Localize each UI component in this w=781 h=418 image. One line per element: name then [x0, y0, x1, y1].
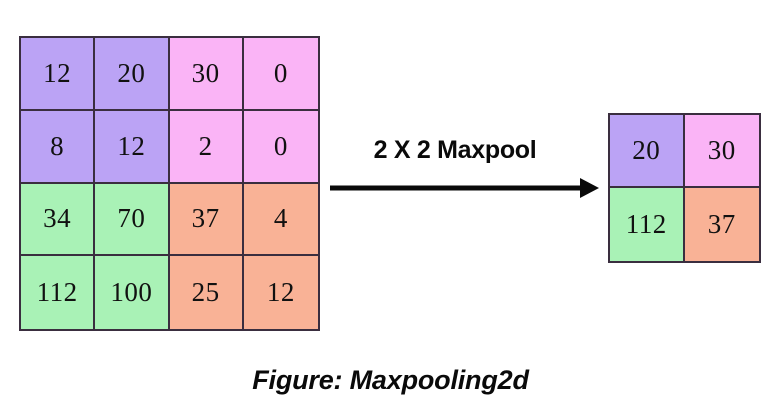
input-matrix-cell: 20	[95, 38, 170, 111]
right-arrow-icon	[328, 175, 600, 201]
output-matrix-cell: 20	[610, 115, 685, 188]
input-matrix-cell: 112	[21, 256, 96, 329]
input-matrix-cell: 70	[95, 183, 170, 257]
figure-caption: Figure: Maxpooling2d	[252, 365, 529, 395]
output-matrix-cell: 30	[684, 115, 759, 188]
maxpool-operation-label: 2 X 2 Maxpool	[373, 136, 537, 164]
input-matrix-cell: 4	[243, 183, 318, 257]
input-matrix-cell: 12	[21, 38, 96, 111]
input-matrix-cell: 0	[243, 110, 318, 184]
input-matrix-cell: 0	[243, 38, 318, 111]
output-matrix-cell: 37	[684, 188, 759, 261]
input-matrix-cell: 30	[169, 38, 244, 111]
input-matrix-cell: 12	[95, 110, 170, 184]
input-matrix-cell: 37	[169, 183, 244, 257]
input-matrix-cell: 25	[169, 256, 244, 329]
input-matrix-cell: 8	[21, 110, 96, 184]
output-matrix-cell: 112	[610, 188, 685, 261]
input-matrix-cell: 2	[169, 110, 244, 184]
input-matrix-cell: 100	[95, 256, 170, 329]
input-matrix-cell: 34	[21, 183, 96, 257]
input-matrix-cell: 12	[243, 256, 318, 329]
